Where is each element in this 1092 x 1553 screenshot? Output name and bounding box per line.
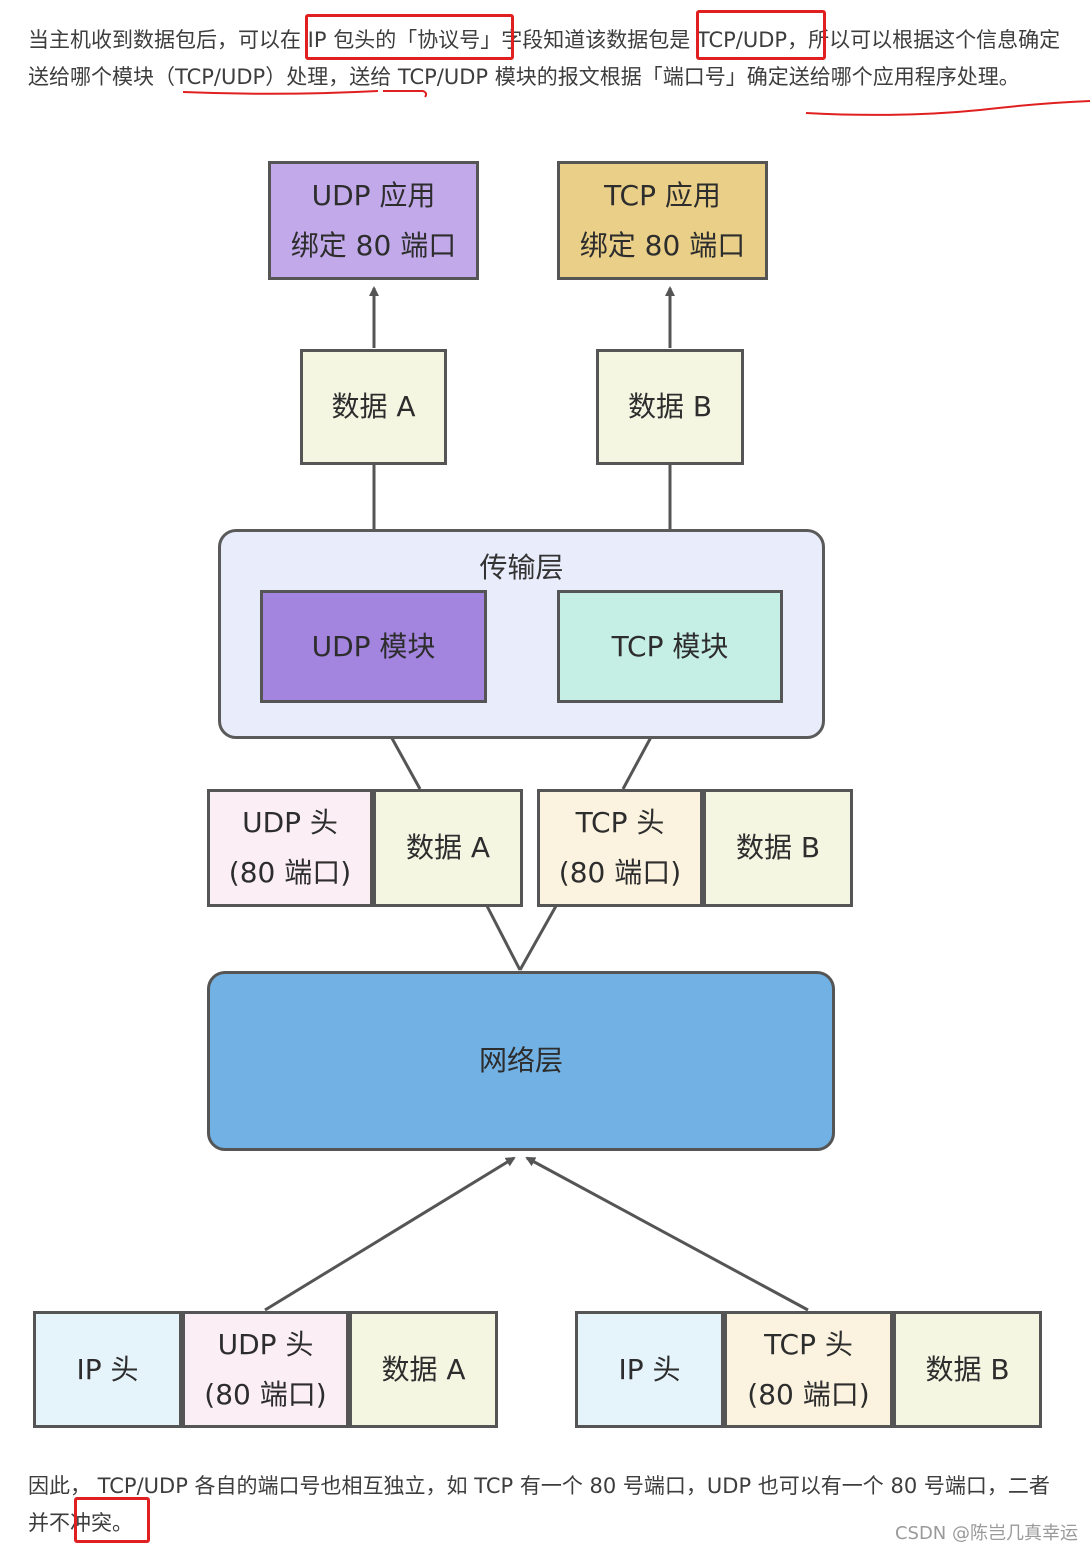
data-a-box: 数据 A bbox=[300, 349, 447, 465]
arrow-ip-tcp-to-network bbox=[525, 1156, 809, 1312]
line-network-to-udp-packet bbox=[485, 905, 522, 971]
data-a-bottom-box: 数据 A bbox=[349, 1311, 498, 1428]
data-b-box: 数据 B bbox=[596, 349, 744, 465]
outro-paragraph: 因此， TCP/UDP 各自的端口号也相互独立，如 TCP 有一个 80 号端口… bbox=[28, 1474, 1050, 1535]
annotation-box-no-conflict bbox=[74, 1497, 150, 1543]
tcp-header-box: TCP 头 (80 端口) bbox=[537, 789, 703, 907]
ip-header-right-label: IP 头 bbox=[618, 1352, 681, 1386]
udp-module-label: UDP 模块 bbox=[311, 629, 436, 663]
udp-header-box: UDP 头 (80 端口) bbox=[207, 789, 373, 907]
network-layer-box: 网络层 bbox=[207, 971, 835, 1151]
tcp-header-title: TCP 头 bbox=[575, 806, 665, 839]
intro-paragraph: 当主机收到数据包后，可以在 IP 包头的「协议号」字段知道该数据包是 TCP/U… bbox=[28, 28, 1061, 89]
packet-data-b-box: 数据 B bbox=[703, 789, 853, 907]
udp-header-bottom-box: UDP 头 (80 端口) bbox=[182, 1311, 349, 1428]
annotation-underlines bbox=[182, 90, 1091, 116]
data-b-label: 数据 B bbox=[627, 390, 713, 423]
tcp-module-box: TCP 模块 bbox=[557, 590, 783, 703]
tcp-module-label: TCP 模块 bbox=[611, 629, 729, 663]
packet-data-b-label: 数据 B bbox=[735, 831, 821, 864]
data-b-bottom-box: 数据 B bbox=[893, 1311, 1042, 1428]
annotation-box-protocol-field bbox=[305, 14, 514, 60]
udp-app-port: 绑定 80 端口 bbox=[290, 228, 457, 262]
ip-header-right-box: IP 头 bbox=[575, 1311, 724, 1428]
arrow-ip-udp-to-network bbox=[264, 1156, 516, 1312]
packet-data-a-label: 数据 A bbox=[405, 831, 491, 864]
tcp-header-bottom-port: (80 端口) bbox=[747, 1377, 870, 1411]
tcp-header-port: (80 端口) bbox=[558, 856, 682, 889]
udp-header-title: UDP 头 bbox=[242, 806, 338, 839]
udp-app-title: UDP 应用 bbox=[311, 178, 436, 212]
network-layer-label: 网络层 bbox=[478, 1044, 563, 1077]
ip-header-left-label: IP 头 bbox=[76, 1352, 139, 1386]
data-a-label: 数据 A bbox=[331, 390, 416, 423]
udp-header-bottom-title: UDP 头 bbox=[217, 1327, 314, 1361]
data-a-bottom-label: 数据 A bbox=[381, 1352, 466, 1386]
data-b-bottom-label: 数据 B bbox=[925, 1352, 1010, 1386]
ip-header-left-box: IP 头 bbox=[33, 1311, 182, 1428]
udp-header-bottom-port: (80 端口) bbox=[204, 1377, 327, 1411]
udp-header-port: (80 端口) bbox=[228, 856, 352, 889]
csdn-watermark: CSDN @陈岂几真幸运 bbox=[894, 1523, 1078, 1544]
annotation-box-tcp-udp bbox=[696, 10, 826, 60]
line-network-to-tcp-packet bbox=[518, 905, 558, 971]
tcp-app-title: TCP 应用 bbox=[604, 178, 721, 212]
udp-app-box: UDP 应用 绑定 80 端口 bbox=[268, 161, 479, 280]
transport-layer-title: 传输层 bbox=[479, 551, 564, 584]
packet-data-a-box: 数据 A bbox=[373, 789, 523, 907]
tcp-app-port: 绑定 80 端口 bbox=[579, 228, 746, 262]
udp-module-box: UDP 模块 bbox=[260, 590, 487, 703]
tcp-app-box: TCP 应用 绑定 80 端口 bbox=[557, 161, 768, 280]
tcp-header-bottom-title: TCP 头 bbox=[764, 1327, 853, 1361]
tcp-header-bottom-box: TCP 头 (80 端口) bbox=[724, 1311, 893, 1428]
